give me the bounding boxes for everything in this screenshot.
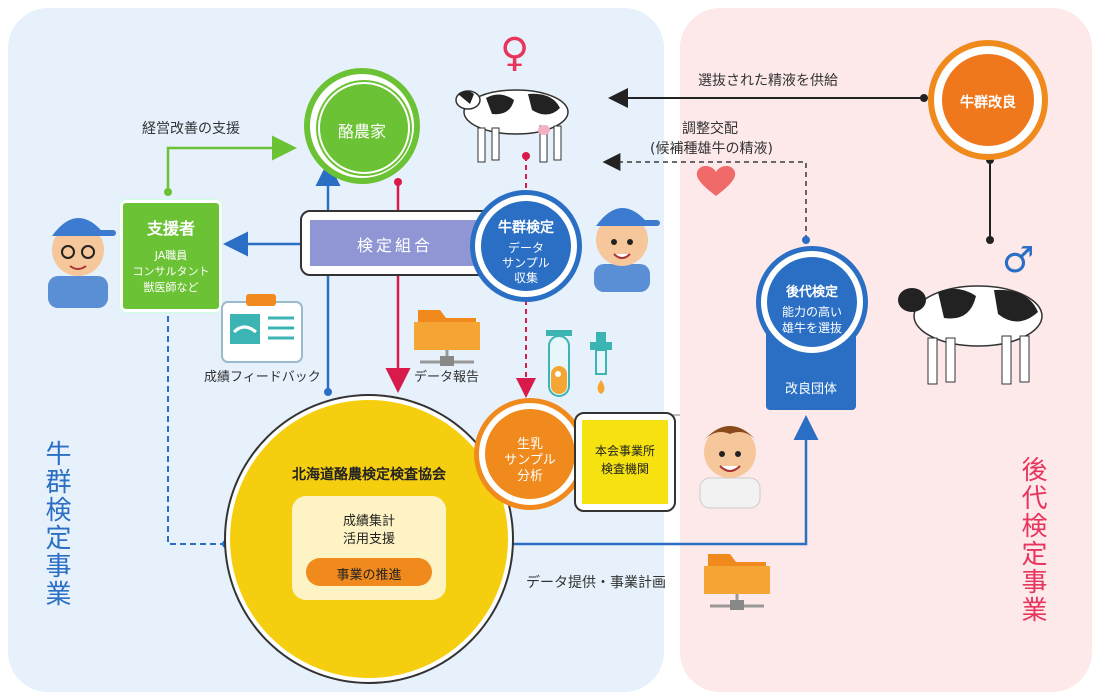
support-title: 支援者 <box>146 219 195 238</box>
association-box-line-1: 成績集計 <box>342 514 395 529</box>
progeny-test-line-1: 能力の高い <box>781 305 842 319</box>
lab-line-1: 本会事業所 <box>594 444 655 458</box>
female-icon: ♀ <box>500 30 530 76</box>
support-line-2: コンサルタント <box>132 265 210 278</box>
dairy-farmer-label: 酪農家 <box>337 122 386 141</box>
herd-improvement-node: 牛群改良 <box>928 40 1048 160</box>
progeny-test-title: 後代検定 <box>785 285 838 300</box>
support-line-1: JA職員 <box>154 249 188 262</box>
association-box-line-2: 活用支援 <box>342 532 395 547</box>
association-node: 北海道酪農検定検査協会 成績集計 活用支援 事業の推進 <box>226 396 512 682</box>
association-pill: 事業の推進 <box>306 558 432 586</box>
herd-test-region-label: 牛群検定事業 <box>41 440 71 608</box>
inspection-union-label: 検定組合 <box>356 236 433 255</box>
support-box: 支援者 JA職員 コンサルタント 獣医師など <box>120 200 222 312</box>
lab-line-2: 検査機関 <box>600 462 649 476</box>
inspection-union-box: 検定組合 <box>300 210 500 276</box>
selected-semen-label: 選抜された精液を供給 <box>698 73 838 89</box>
milk-sample-line-1: 生乳 <box>516 437 543 452</box>
herd-improvement-label: 牛群改良 <box>960 95 1016 111</box>
progeny-test-region-label: 後代検定事業 <box>1017 456 1047 624</box>
herd-test-line-1: データ <box>507 241 544 255</box>
herd-test-line-2: サンプル <box>502 256 550 270</box>
milk-sample-node: 生乳 サンプル 分析 <box>474 398 586 510</box>
adjusted-mating-label-1: 調整交配 <box>682 121 738 137</box>
progeny-test-node: 後代検定 能力の高い 雄牛を選抜 <box>756 246 868 358</box>
association-pill-label: 事業の推進 <box>336 568 402 583</box>
data-provision-label: データ提供・事業計画 <box>526 575 666 591</box>
adjusted-mating-label-2: (候補種雄牛の精液) <box>650 141 773 157</box>
milk-sample-line-3: 分析 <box>516 469 543 484</box>
dairy-farmer-node: 酪農家 <box>304 68 420 184</box>
milk-sample-line-2: サンプル <box>504 453 556 468</box>
male-icon: ♂ <box>1002 240 1035 281</box>
support-line-3: 獣医師など <box>143 281 199 294</box>
lab-box: 本会事業所 検査機関 <box>574 412 676 512</box>
progeny-test-line-2: 雄牛を選抜 <box>781 321 842 335</box>
data-report-label: データ報告 <box>414 370 480 385</box>
association-inner-box: 成績集計 活用支援 事業の推進 <box>292 496 446 600</box>
association-title: 北海道酪農検定検査協会 <box>292 467 446 483</box>
herd-test-line-3: 収集 <box>513 271 538 285</box>
progeny-org-label: 改良団体 <box>784 382 837 397</box>
management-support-label: 経営改善の支援 <box>142 121 240 137</box>
herd-test-node: 牛群検定 データ サンプル 収集 <box>470 190 582 302</box>
herd-test-title: 牛群検定 <box>498 220 554 236</box>
feedback-label: 成績フィードバック <box>204 370 321 385</box>
